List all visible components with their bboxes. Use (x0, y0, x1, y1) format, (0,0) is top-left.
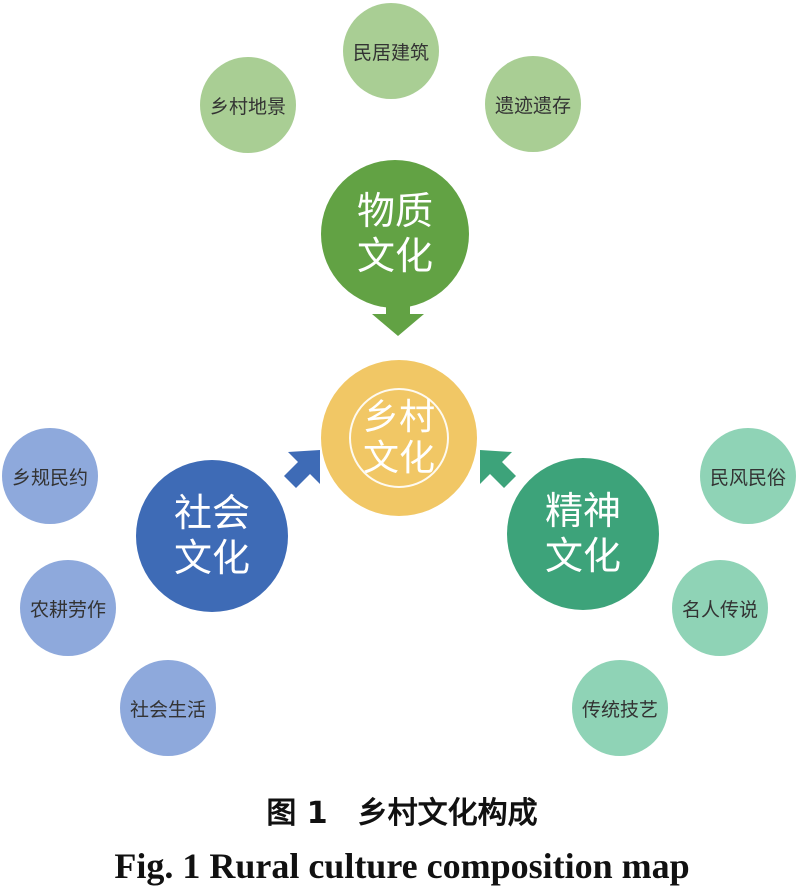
arrow-up-right-icon (284, 450, 320, 488)
node-label: 农耕劳作 (29, 598, 106, 621)
node-material-culture: 物质 文化 (321, 160, 469, 308)
node-label: 名人传说 (681, 598, 758, 621)
node-social-life: 社会生活 (120, 660, 216, 756)
node-village-rules: 乡规民约 (2, 428, 98, 524)
node-label: 社会生活 (129, 698, 206, 721)
node-label-line1: 乡村 (362, 396, 435, 438)
node-residential-buildings: 民居建筑 (343, 3, 439, 99)
node-label-line1: 物质 (356, 189, 433, 234)
figure-caption-chinese: 图 1 乡村文化构成 (266, 796, 538, 831)
node-rural-culture: 乡村 文化 (321, 360, 477, 516)
node-label-line2: 文化 (362, 438, 435, 479)
node-folk-customs: 民风民俗 (700, 428, 796, 524)
center-ring (349, 388, 449, 488)
node-label: 民居建筑 (352, 41, 429, 64)
node-relics-remains: 遗迹遗存 (485, 56, 581, 152)
figure-caption-english: Fig. 1 Rural culture composition map (114, 846, 690, 886)
node-label-line2: 文化 (356, 234, 433, 278)
node-label: 乡村地景 (209, 95, 286, 118)
node-spiritual-culture: 精神 文化 (507, 458, 659, 610)
node-label-line2: 文化 (173, 536, 250, 580)
node-label: 遗迹遗存 (494, 94, 571, 117)
node-label-line1: 精神 (544, 489, 621, 534)
node-traditional-crafts: 传统技艺 (572, 660, 668, 756)
node-social-culture: 社会 文化 (136, 460, 288, 612)
arrow-up-left-icon (480, 450, 516, 488)
node-rural-landscape: 乡村地景 (200, 57, 296, 153)
rural-culture-diagram: 乡村地景 民居建筑 遗迹遗存 物质 文化 乡村 文化 社会 文化 (2, 3, 796, 756)
node-label: 民风民俗 (709, 466, 786, 489)
node-label: 乡规民约 (11, 466, 88, 489)
node-label: 传统技艺 (581, 698, 658, 721)
node-farming-labor: 农耕劳作 (20, 560, 116, 656)
node-celebrity-legends: 名人传说 (672, 560, 768, 656)
node-label-line1: 社会 (173, 491, 250, 536)
node-label-line2: 文化 (544, 534, 621, 578)
arrow-down-icon (372, 300, 424, 336)
